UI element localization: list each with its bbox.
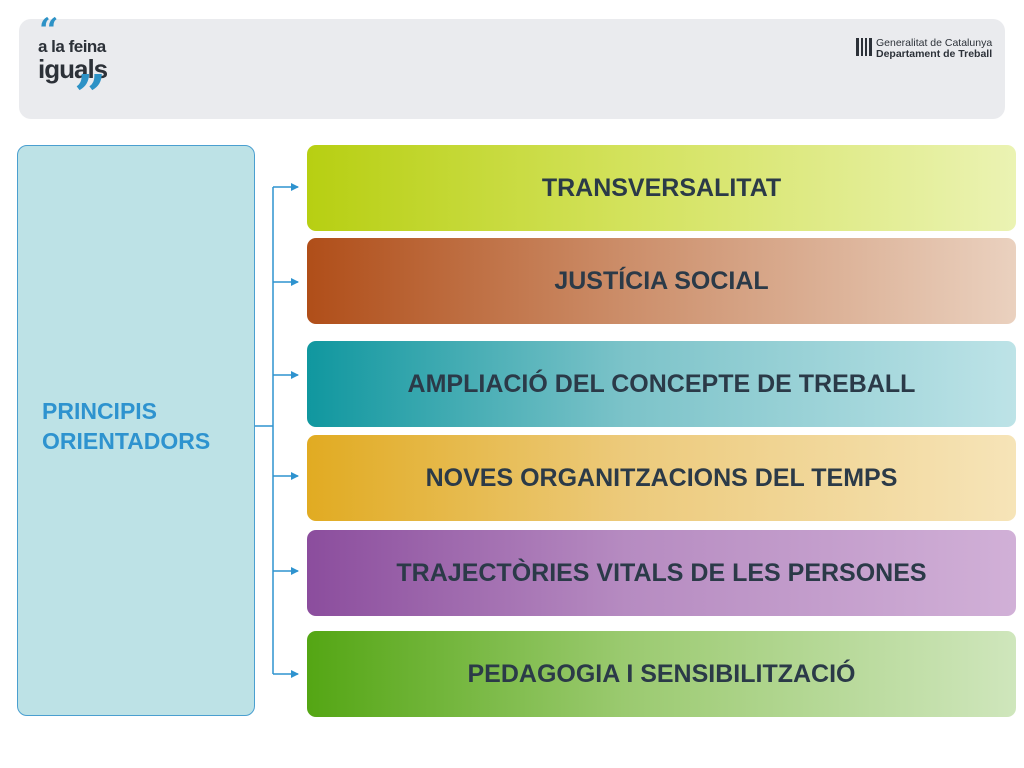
branch-label: TRAJECTÒRIES VITALS DE LES PERSONES: [396, 558, 927, 587]
generalitat-name: Generalitat de Catalunya: [876, 37, 993, 49]
a-la-feina-iguals-logo: “ a la feina iguals ”: [38, 14, 128, 124]
branch-label: AMPLIACIÓ DEL CONCEPTE DE TREBALL: [407, 369, 916, 398]
quote-open-icon: “: [39, 11, 59, 51]
department-name: Departament de Treball: [876, 48, 993, 60]
generalitat-flag-icon: [856, 38, 872, 56]
root-node-label-line-2: ORIENTADORS: [42, 428, 211, 454]
branch-pedagogia-sensibilitzacio: PEDAGOGIA I SENSIBILITZACIÓ: [307, 631, 1016, 717]
branch-justicia-social: JUSTÍCIA SOCIAL: [307, 238, 1016, 324]
branch-label: NOVES ORGANITZACIONS DEL TEMPS: [425, 463, 898, 492]
branch-ampliacio-concepte-treball: AMPLIACIÓ DEL CONCEPTE DE TREBALL: [307, 341, 1016, 427]
logo-line-2: iguals: [38, 54, 108, 84]
branch-noves-organitzacions-temps: NOVES ORGANITZACIONS DEL TEMPS: [307, 435, 1016, 521]
header-bar: [19, 19, 1005, 119]
root-node-label-line-1: PRINCIPIS: [42, 398, 158, 424]
branch-transversalitat: TRANSVERSALITAT: [307, 145, 1016, 231]
quote-close-icon: ”: [74, 63, 107, 129]
branch-label: JUSTÍCIA SOCIAL: [554, 266, 769, 295]
branch-trajectories-vitals: TRAJECTÒRIES VITALS DE LES PERSONES: [307, 530, 1016, 616]
root-node-box: [17, 145, 255, 716]
branch-label: PEDAGOGIA I SENSIBILITZACIÓ: [467, 659, 856, 688]
logo-line-1: a la feina: [38, 37, 106, 56]
root-node-label: PRINCIPIS ORIENTADORS: [42, 396, 210, 456]
branch-label: TRANSVERSALITAT: [541, 173, 782, 202]
